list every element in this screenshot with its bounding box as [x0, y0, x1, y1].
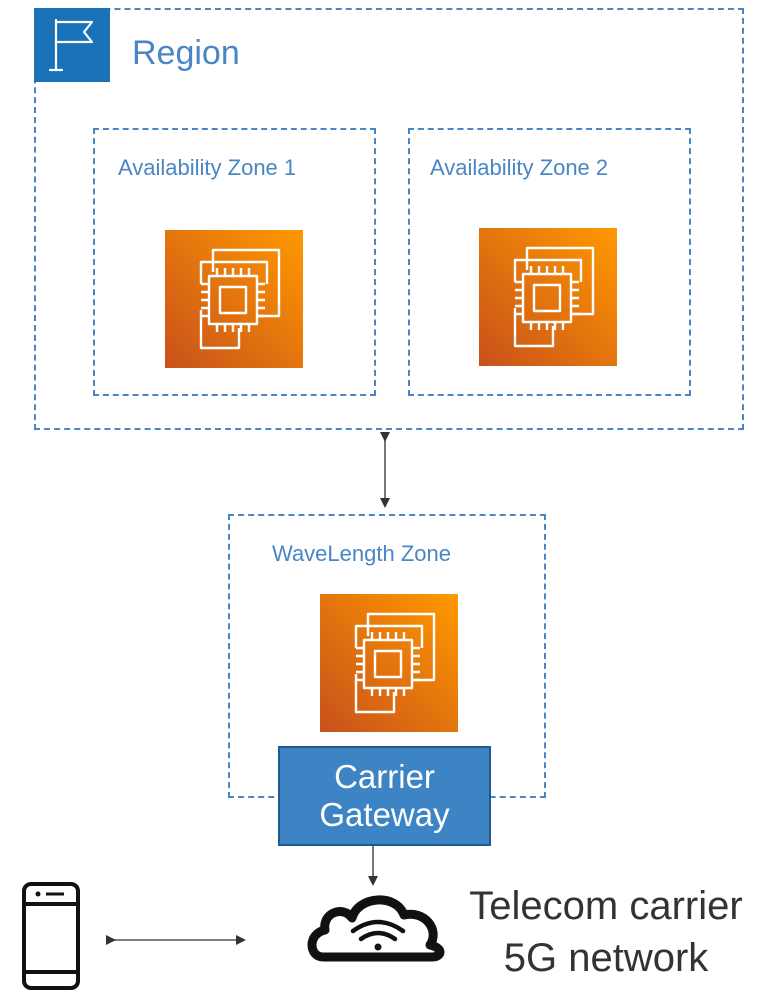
- telecom-line1: Telecom carrier: [469, 884, 743, 928]
- ec2-instance-icon: [479, 228, 617, 366]
- region-label: Region: [132, 34, 240, 72]
- flag-icon: [34, 8, 110, 82]
- carrier-gateway-line2: Gateway: [319, 796, 450, 833]
- availability-zone-2-box: [408, 128, 691, 396]
- wavelength-zone-label: WaveLength Zone: [272, 541, 451, 566]
- telecom-network-label: Telecom carrier 5G network: [446, 880, 766, 984]
- ec2-instance-icon: [165, 230, 303, 368]
- carrier-gateway-box: Carrier Gateway: [278, 746, 491, 846]
- cloud-wifi-icon: [307, 895, 445, 962]
- availability-zone-2-label: Availability Zone 2: [430, 155, 609, 180]
- region-container: [34, 8, 744, 430]
- availability-zone-1-label: Availability Zone 1: [118, 155, 297, 180]
- carrier-gateway-line1: Carrier: [334, 758, 435, 795]
- mobile-phone-icon: [22, 882, 80, 990]
- ec2-instance-icon: [320, 594, 458, 732]
- availability-zone-1-box: [93, 128, 376, 396]
- telecom-line2: 5G network: [503, 936, 709, 980]
